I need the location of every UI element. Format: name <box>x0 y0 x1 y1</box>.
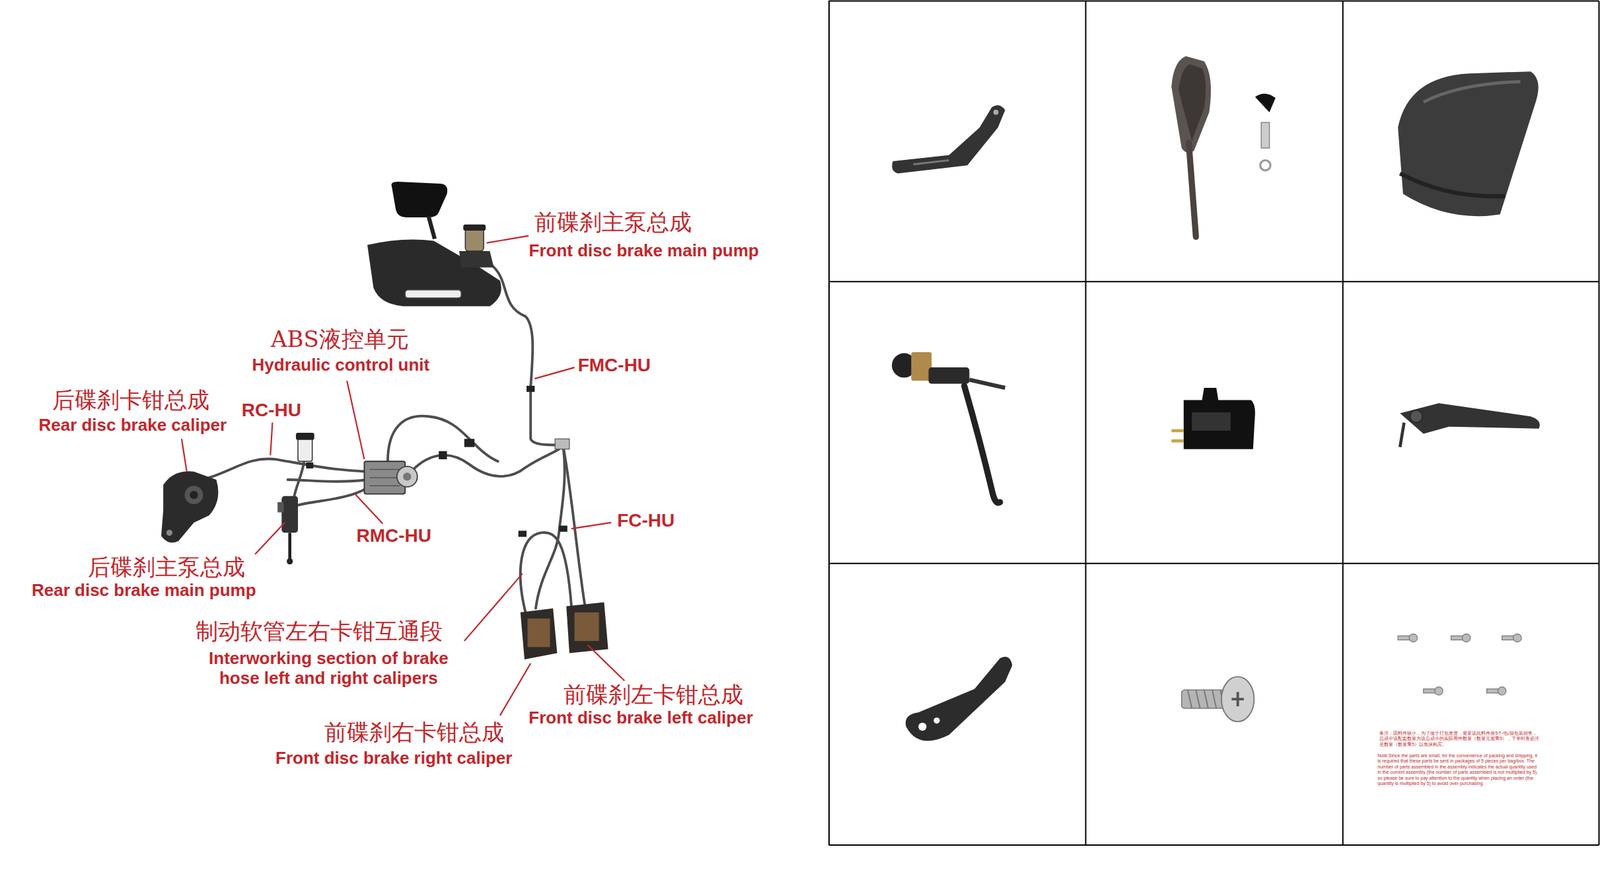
part-label: 前碟刹主泵总成 <box>534 209 692 236</box>
brake-switch-part <box>1171 387 1256 450</box>
front-master-cylinder-group <box>367 181 502 306</box>
leader-lines <box>181 235 625 716</box>
screw-set-part <box>1397 633 1522 695</box>
hose-code: FMC-HU <box>578 354 651 376</box>
front-calipers <box>520 601 609 660</box>
part-label: 制动软管左右卡钳互通段 <box>195 618 443 645</box>
bar-end-cap-part <box>1397 71 1539 217</box>
part-label: Front disc brake right caliper <box>275 748 512 769</box>
rear-master-cylinder <box>277 432 315 565</box>
abs-unit <box>363 461 417 494</box>
part-label: 后碟刹主泵总成 <box>87 554 246 581</box>
rear-caliper <box>161 471 219 543</box>
part-label: 后碟刹卡钳总成 <box>52 387 210 413</box>
hose-clips <box>305 385 570 538</box>
part-label: Interworking section of brake hose left … <box>199 648 458 689</box>
master-cylinder-part <box>891 352 1005 503</box>
part-label: Rear disc brake caliper <box>38 415 227 436</box>
part-label: ABS液控单元 <box>270 327 409 353</box>
bracket-part <box>905 656 1013 741</box>
part-label: 前碟刹左卡钳总成 <box>563 681 744 708</box>
mirror-part <box>1171 56 1276 237</box>
screw-part <box>1181 676 1255 722</box>
hose-code: RC-HU <box>241 399 302 421</box>
hose-code: RMC-HU <box>356 525 432 547</box>
brake-hoses <box>209 265 585 613</box>
bracket-part <box>891 105 1005 174</box>
parts-grid <box>828 1 1599 845</box>
part-label: 前碟刹右卡钳总成 <box>324 720 505 746</box>
part-label: Front disc brake main pump <box>529 241 760 261</box>
part-label: Rear disc brake main pump <box>31 580 257 601</box>
part-label: Front disc brake left caliper <box>528 708 754 728</box>
part-label: Hydraulic control unit <box>252 355 431 376</box>
hose-code: FC-HU <box>617 509 675 532</box>
note-text: 备注：因料件较小，为了便于打包发货，需要该此料件按5个/包/袋包装销售，总成中该… <box>1379 730 1542 748</box>
note-text: Note:Since the parts are small, for the … <box>1377 753 1540 787</box>
lever-part <box>1399 402 1540 447</box>
